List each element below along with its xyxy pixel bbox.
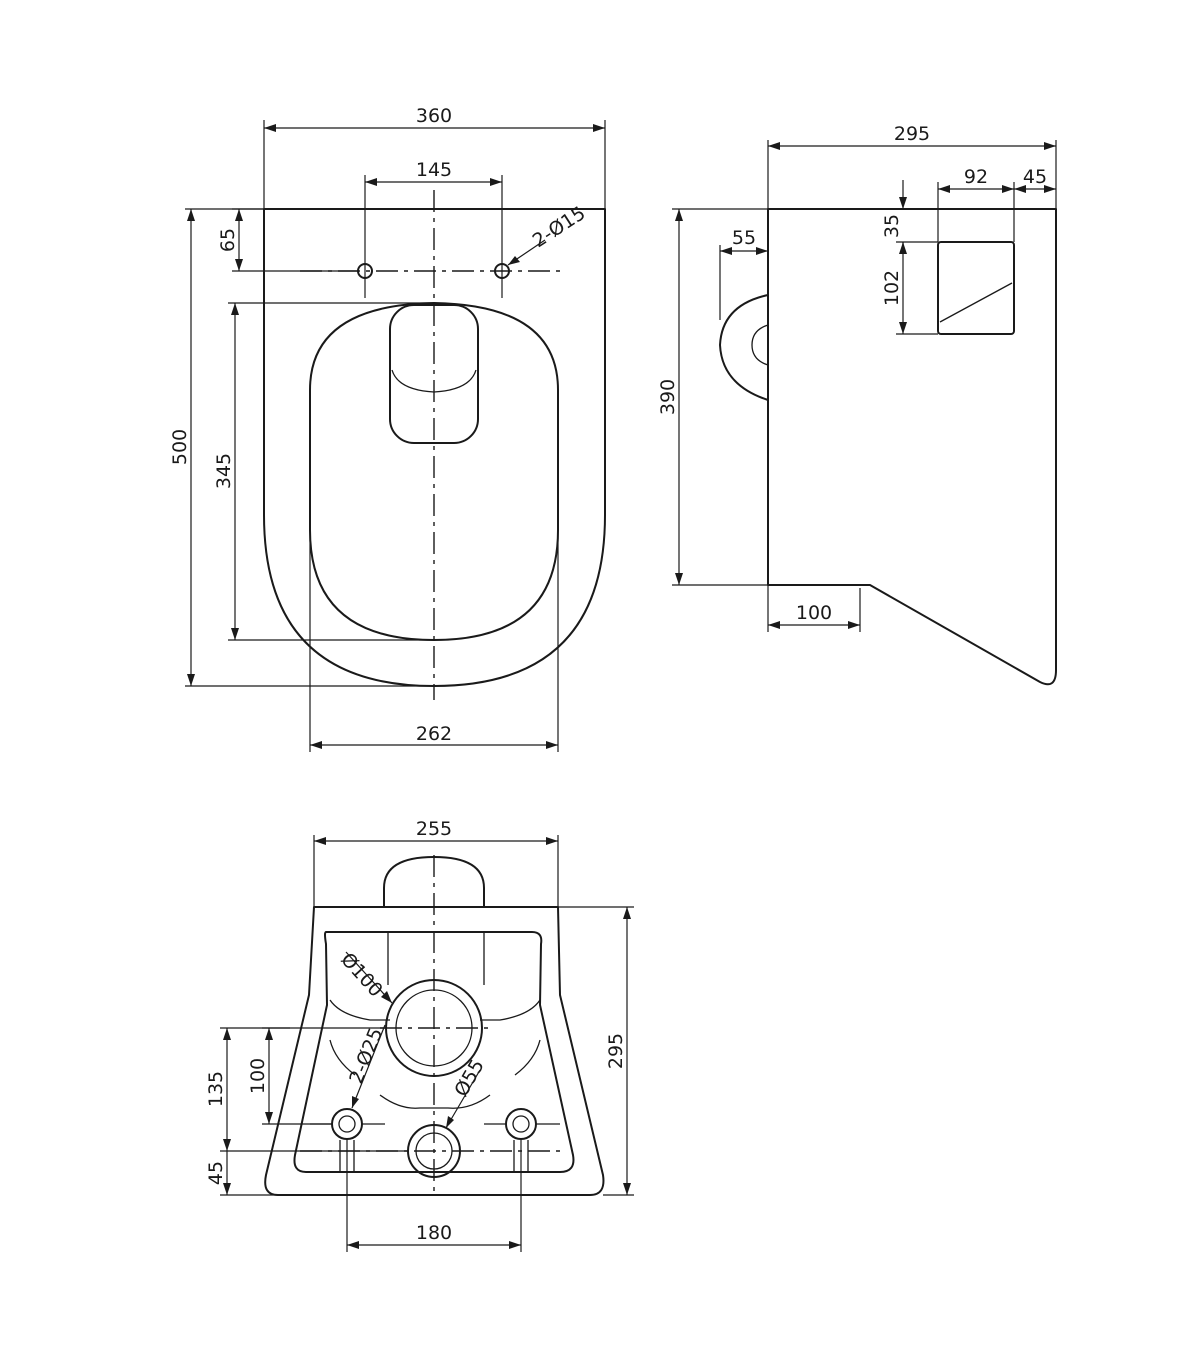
dim-block-top: 35: [881, 214, 903, 238]
top-view: 360 145 2-Ø15 65 500 345: [169, 105, 606, 752]
dim-inlet-note: Ø55: [450, 1056, 489, 1101]
dim-top-width: 255: [416, 818, 452, 840]
dim-foot-length: 100: [796, 602, 832, 624]
dim-base-offset: 45: [205, 1161, 227, 1185]
dim-hole-offset: 65: [217, 228, 239, 252]
rear-view: 255 295 Ø100 2-Ø25 Ø55 135 100: [205, 818, 634, 1252]
side-view-inlet-block: [937, 241, 1015, 335]
dim-side-height: 390: [657, 379, 679, 415]
dim-hole-spacing: 145: [416, 159, 452, 181]
dim-overall-depth: 295: [894, 123, 930, 145]
dim-block-width: 92: [964, 166, 988, 188]
dim-overall-width: 360: [416, 105, 452, 127]
side-view: 295 92 45 35 102 55 390: [657, 123, 1057, 686]
bolt-hole-left: [331, 1108, 363, 1140]
dim-pipe-projection: 55: [732, 227, 756, 249]
side-view-outline: [767, 208, 1057, 686]
bolt-hole-right: [505, 1108, 537, 1140]
side-view-pipe: [719, 294, 769, 401]
dim-seat-length: 345: [213, 453, 235, 489]
dim-rear-height: 295: [605, 1033, 627, 1069]
dim-bolt-spacing: 180: [416, 1222, 452, 1244]
dim-bolt-height: 135: [205, 1071, 227, 1107]
rear-view-outline: [264, 906, 605, 1196]
dim-outlet-note: Ø100: [336, 949, 387, 1002]
rear-view-cavity: [293, 931, 575, 1173]
dim-bottom-width: 262: [416, 723, 452, 745]
dim-block-height: 102: [881, 270, 903, 306]
dim-mid-height: 100: [247, 1058, 269, 1094]
dim-bolt-note: 2-Ø25: [345, 1025, 387, 1087]
dim-overall-length: 500: [169, 429, 191, 465]
dim-block-offset: 45: [1023, 166, 1047, 188]
